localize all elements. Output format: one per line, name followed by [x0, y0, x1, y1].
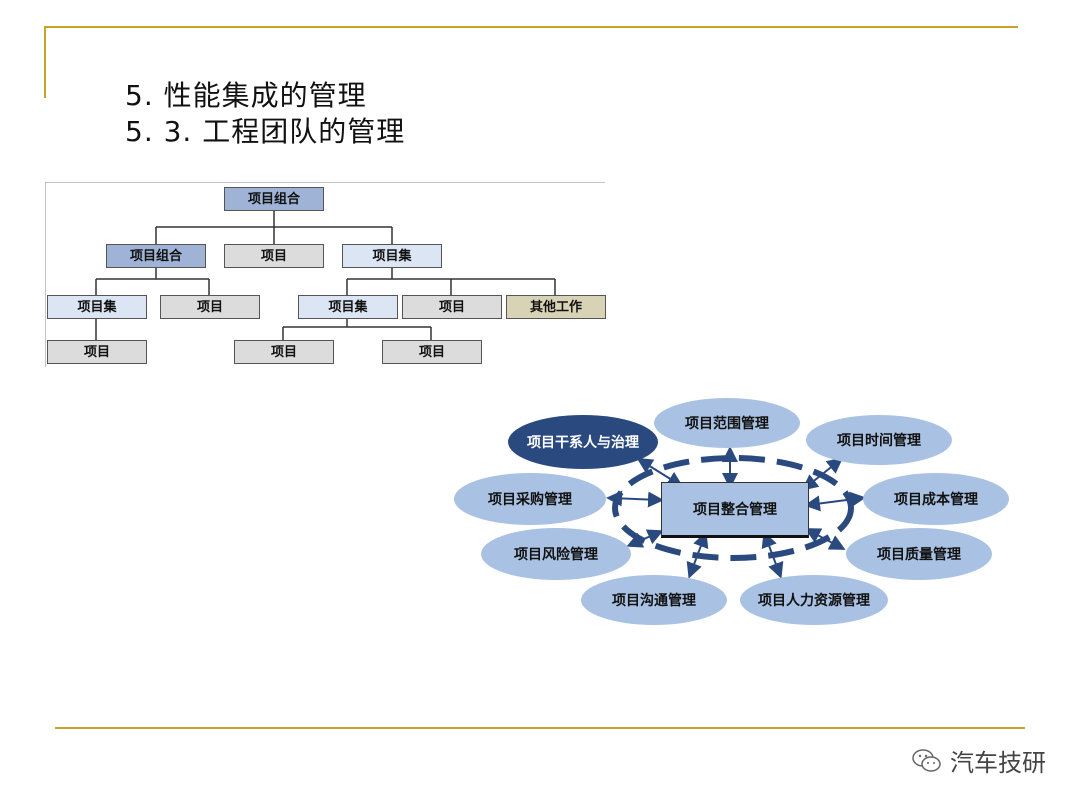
- org-l4-project-1: 项目: [47, 340, 147, 364]
- communication-management-bubble: 项目沟通管理: [581, 575, 727, 625]
- org-l3-program-right: 项目集: [298, 295, 398, 319]
- org-chart-connectors: [45, 182, 605, 367]
- org-l2-portfolio: 项目组合: [106, 244, 206, 268]
- stakeholder-governance-bubble: 项目干系人与治理: [508, 415, 658, 469]
- slide-title: 5. 性能集成的管理: [125, 79, 367, 112]
- bottom-border-line: [55, 727, 1025, 729]
- org-l2-program: 项目集: [342, 244, 442, 268]
- risk-management-bubble: 项目风险管理: [481, 528, 631, 580]
- left-border-line: [44, 26, 46, 98]
- hr-management-bubble: 项目人力资源管理: [740, 575, 888, 625]
- time-management-bubble: 项目时间管理: [806, 415, 952, 465]
- cost-management-bubble: 项目成本管理: [863, 473, 1009, 525]
- watermark: 汽车技研: [912, 743, 1046, 778]
- integration-management-box: 项目整合管理: [661, 482, 809, 538]
- org-l4-project-3: 项目: [382, 340, 482, 364]
- org-l2-project: 项目: [224, 244, 324, 268]
- scope-management-bubble: 项目范围管理: [654, 398, 800, 448]
- org-l3-program-left: 项目集: [47, 295, 147, 319]
- org-l3-project-left: 项目: [160, 295, 260, 319]
- org-l3-project-right: 项目: [402, 295, 502, 319]
- org-l4-project-2: 项目: [234, 340, 334, 364]
- org-l3-other-work: 其他工作: [506, 295, 606, 319]
- quality-management-bubble: 项目质量管理: [846, 528, 992, 580]
- procurement-management-bubble: 项目采购管理: [454, 473, 606, 525]
- org-chart: 项目组合 项目组合 项目 项目集 项目集 项目 项目集 项目 其他工作 项目 项…: [45, 182, 606, 367]
- slide-subtitle: 5. 3. 工程团队的管理: [125, 115, 406, 148]
- watermark-text: 汽车技研: [950, 749, 1046, 777]
- top-border-line: [44, 26, 1018, 28]
- org-root-portfolio: 项目组合: [224, 187, 324, 211]
- wechat-icon: [912, 748, 941, 772]
